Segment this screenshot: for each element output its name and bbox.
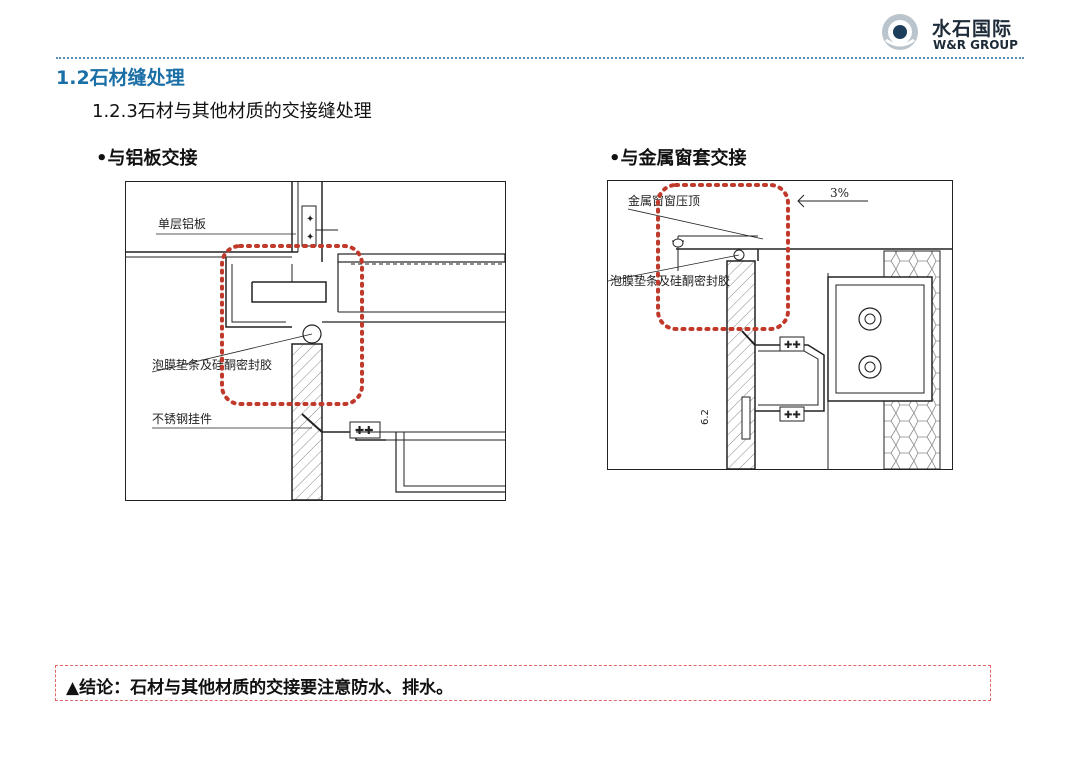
svg-text:✚✚: ✚✚ (784, 340, 801, 351)
metal-window-joint-detail: ✚✚ ✚✚ 6.2 金属窗窗压顶 泡膜垫条及硅酮密封胶 3% (608, 183, 952, 469)
highlight-region (656, 183, 790, 331)
highlight-region (220, 244, 364, 406)
callout-slope: 3% (830, 186, 849, 200)
stone-panel (291, 343, 323, 500)
header-divider (56, 57, 1024, 59)
svg-text:6.2: 6.2 (700, 409, 711, 425)
figure-1-drawing: ✦ ✦ ✚✚ 单层铝板 泡膜垫条及硅酮密封胶 不锈钢挂件 (125, 181, 506, 501)
company-logo: 水石国际 W&R GROUP (880, 12, 1030, 56)
conclusion-text: ▲结论：石材与其他材质的交接要注意防水、排水。 (66, 678, 454, 698)
callout-foam-sealant: 泡膜垫条及硅酮密封胶 (610, 273, 730, 288)
stone-panel (726, 260, 756, 469)
logo-english-name: W&R GROUP (933, 38, 1018, 52)
svg-text:✚✚: ✚✚ (784, 410, 801, 421)
svg-text:✦: ✦ (306, 214, 314, 225)
callout-metal-window-cap: 金属窗窗压顶 (628, 193, 700, 208)
callout-steel-hanger: 不锈钢挂件 (152, 412, 212, 426)
logo-mark-icon (882, 14, 918, 50)
figure-2-drawing: ✚✚ ✚✚ 6.2 金属窗窗压顶 泡膜垫条及硅酮密封胶 3% (607, 180, 953, 470)
callout-aluminum-panel: 单层铝板 (158, 216, 206, 231)
figure-2-label: •与金属窗套交接 (609, 148, 747, 169)
svg-text:✦: ✦ (306, 232, 314, 243)
logo-chinese-name: 水石国际 (932, 18, 1013, 40)
callout-foam-sealant: 泡膜垫条及硅酮密封胶 (152, 357, 272, 372)
section-subtitle: 1.2.3石材与其他材质的交接缝处理 (92, 101, 372, 122)
svg-text:✚✚: ✚✚ (355, 424, 373, 437)
figure-1-label: •与铝板交接 (96, 148, 198, 169)
conclusion-box: ▲结论：石材与其他材质的交接要注意防水、排水。 (55, 665, 991, 701)
aluminum-joint-detail: ✦ ✦ ✚✚ 单层铝板 泡膜垫条及硅酮密封胶 不锈钢挂件 (126, 182, 505, 500)
section-title: 1.2石材缝处理 (56, 67, 185, 89)
